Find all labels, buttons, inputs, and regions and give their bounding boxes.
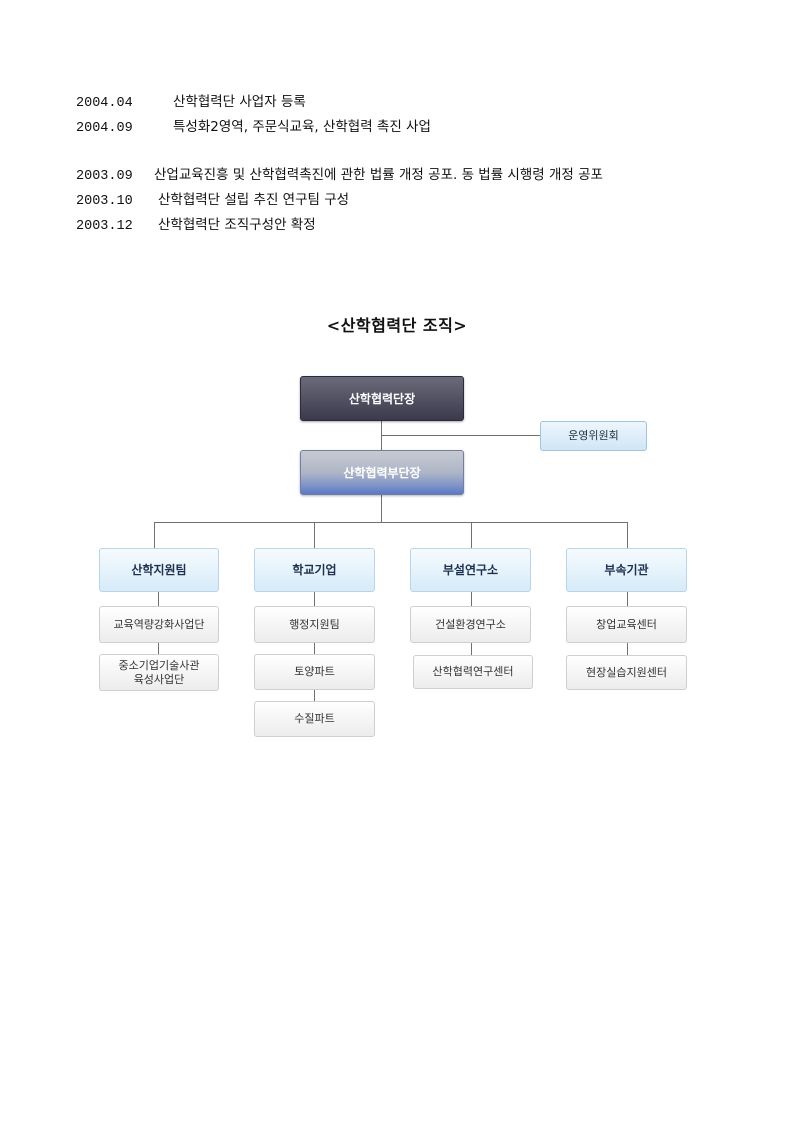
timeline-text: 산학협력단 조직구성안 확정 — [158, 217, 316, 233]
team-box-research-institute: 부설연구소 — [410, 548, 531, 592]
timeline-text: 산학협력단 사업자 등록 — [173, 94, 306, 110]
team-box-school-enterprise: 학교기업 — [254, 548, 375, 592]
timeline-date: 2004.09 — [76, 121, 133, 136]
timeline-entry: 2003.12 산학협력단 조직구성안 확정 — [76, 215, 316, 237]
timeline-entry: 2004.09 특성화2영역, 주문식교육, 산학협력 촉진 사업 — [76, 117, 431, 139]
connector-line — [314, 592, 315, 702]
unit-box: 현장실습지원센터 — [566, 655, 687, 690]
timeline-entry: 2003.10 산학협력단 설립 추진 연구팀 구성 — [76, 190, 349, 212]
timeline-date: 2004.04 — [76, 96, 133, 111]
connector-line — [154, 522, 155, 548]
unit-box: 수질파트 — [254, 701, 375, 737]
timeline-entry: 2004.04 산학협력단 사업자 등록 — [76, 92, 306, 114]
unit-box: 교육역량강화사업단 — [99, 606, 219, 643]
unit-box: 산학협력연구센터 — [413, 655, 533, 689]
org-chart-title: <산학협력단 조직> — [326, 316, 468, 335]
connector-line — [381, 435, 540, 436]
timeline-date: 2003.10 — [76, 194, 133, 209]
director-box: 산학협력단장 — [300, 376, 464, 421]
timeline-date: 2003.12 — [76, 219, 133, 234]
connector-line — [381, 495, 382, 523]
unit-box: 중소기업기술사관 육성사업단 — [99, 654, 219, 691]
committee-box: 운영위원회 — [540, 421, 647, 451]
timeline-entry: 2003.09 산업교육진흥 및 산학협력촉진에 관한 법률 개정 공포. 동 법… — [76, 165, 603, 187]
connector-line — [314, 522, 315, 548]
timeline-text: 특성화2영역, 주문식교육, 산학협력 촉진 사업 — [173, 119, 431, 135]
timeline-date: 2003.09 — [76, 169, 133, 184]
connector-line — [471, 522, 472, 548]
team-box-affiliated-institution: 부속기관 — [566, 548, 687, 592]
team-box-industry-support: 산학지원팀 — [99, 548, 219, 592]
connector-line — [154, 522, 627, 523]
connector-line — [381, 421, 382, 451]
deputy-director-box: 산학협력부단장 — [300, 450, 464, 495]
unit-box: 창업교육센터 — [566, 606, 687, 643]
timeline-text: 산학협력단 설립 추진 연구팀 구성 — [158, 192, 350, 208]
unit-box: 건설환경연구소 — [410, 606, 531, 643]
connector-line — [627, 522, 628, 548]
unit-box: 행정지원팀 — [254, 606, 375, 643]
timeline-text: 산업교육진흥 및 산학협력촉진에 관한 법률 개정 공포. 동 법률 시행령 개… — [154, 167, 603, 183]
unit-box: 토양파트 — [254, 654, 375, 690]
